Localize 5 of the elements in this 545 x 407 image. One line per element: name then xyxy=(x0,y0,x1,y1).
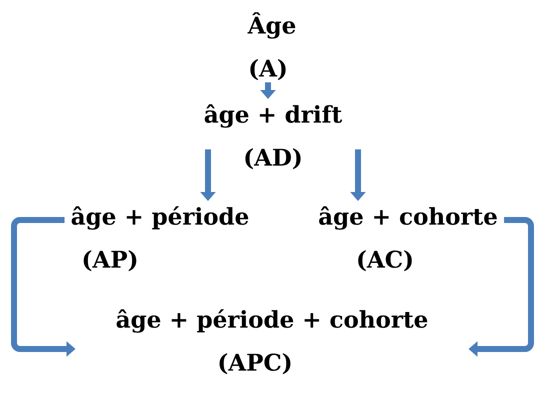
text-label: âge + drift (AD) xyxy=(204,104,342,170)
text-label: âge + période (AP) xyxy=(72,206,248,272)
text-label: âge + cohorte (AC) xyxy=(319,206,497,272)
text-label: Âge (A) xyxy=(248,12,296,80)
text-label: âge + période + cohorte (APC) xyxy=(116,309,428,374)
